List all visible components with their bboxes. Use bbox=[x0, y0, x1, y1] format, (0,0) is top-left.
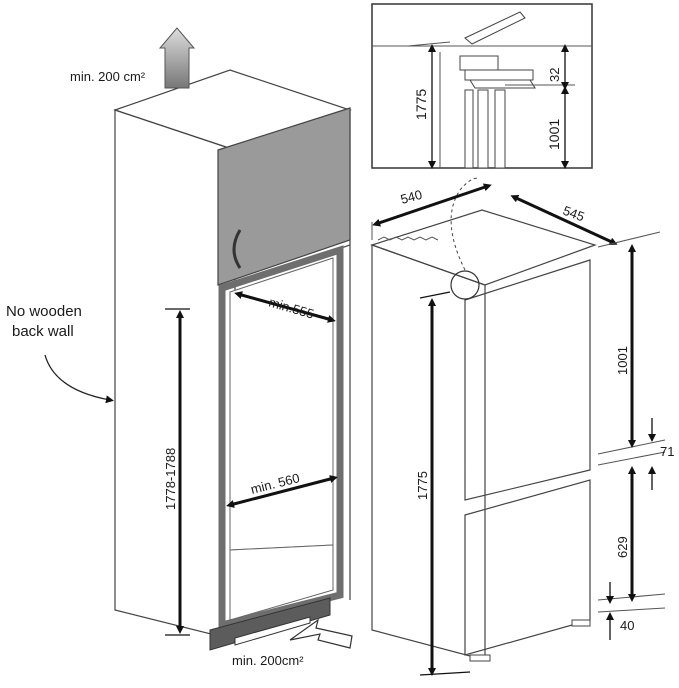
niche-height-label: 1778-1788 bbox=[163, 448, 178, 510]
cabinet bbox=[113, 69, 352, 651]
fridge-lower-door bbox=[464, 479, 591, 656]
upper-height-label: 1001 bbox=[615, 346, 630, 375]
no-back-wall-label-line1: No wooden bbox=[6, 303, 82, 320]
vent-top-arrow bbox=[158, 27, 196, 89]
fridge-upper-door bbox=[464, 259, 591, 501]
min-depth-dimension bbox=[234, 291, 336, 323]
fridge-width-label: 540 bbox=[399, 187, 424, 207]
vent-bottom-label: min. 200cm² bbox=[232, 653, 304, 668]
detail-offset-label: 32 bbox=[547, 68, 562, 82]
fridge-width-dimension bbox=[372, 183, 492, 227]
fridge-depth-label: 545 bbox=[561, 203, 587, 225]
vent-bottom-arrow bbox=[289, 618, 353, 649]
detail-upper-label: 1001 bbox=[546, 119, 562, 150]
fridge-height-label: 1775 bbox=[415, 471, 430, 500]
cabinet-niche-frame bbox=[218, 245, 344, 630]
min-width-dimension bbox=[226, 475, 338, 508]
detail-inset bbox=[371, 3, 593, 169]
plinth-vent bbox=[234, 616, 311, 646]
no-back-wall-label-line2: back wall bbox=[12, 323, 74, 340]
gap-label: 71 bbox=[660, 444, 674, 459]
no-back-wall-pointer bbox=[44, 354, 114, 404]
lower-height-label: 629 bbox=[615, 536, 630, 558]
cabinet-upper-door bbox=[217, 107, 351, 286]
fridge-depth-dimension bbox=[510, 195, 618, 245]
detail-height-label: 1775 bbox=[413, 89, 429, 120]
fridge bbox=[370, 209, 597, 662]
vent-top-label: min. 200 cm² bbox=[70, 69, 146, 84]
bottom-offset-label: 40 bbox=[620, 618, 634, 633]
